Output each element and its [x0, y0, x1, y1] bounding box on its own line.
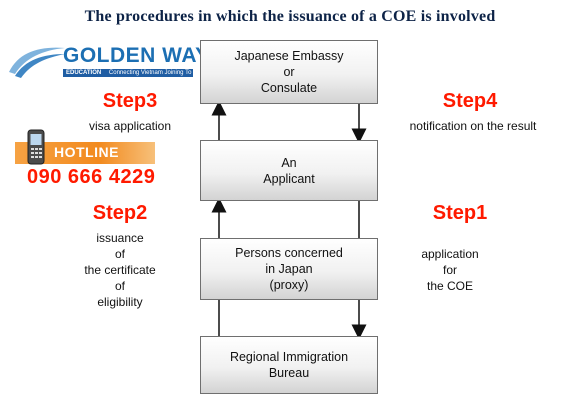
step3-title: Step3 — [102, 90, 158, 112]
mobile-phone-icon — [27, 129, 45, 165]
proxy-line-1: Persons concerned — [235, 246, 343, 260]
step1-desc-line: the COE — [426, 279, 474, 293]
embassy-box: Japanese Embassy or Consulate — [200, 40, 378, 104]
bureau-box: Regional Immigration Bureau — [200, 336, 378, 394]
proxy-line-2: in Japan — [265, 262, 313, 276]
step2-desc-line: eligibility — [97, 295, 143, 309]
step1-title: Step1 — [432, 202, 488, 224]
step2-desc: issuance of the certificate of eligibili… — [40, 230, 200, 310]
step4-desc-line: notification on the result — [409, 119, 537, 133]
logo-swoosh-icon — [9, 47, 65, 78]
hotline-number: 090 666 4229 — [27, 166, 156, 188]
embassy-line-2: or — [283, 65, 295, 79]
hotline-label: HOTLINE — [54, 144, 119, 160]
proxy-box: Persons concerned in Japan (proxy) — [200, 238, 378, 300]
applicant-line-1: An — [281, 155, 297, 170]
step2-desc-line: the certificate — [84, 263, 156, 277]
embassy-line-3: Consulate — [260, 81, 318, 95]
step4-desc: notification on the result — [383, 118, 563, 134]
step4-title: Step4 — [442, 90, 498, 112]
step2-desc-line: issuance — [96, 231, 144, 245]
hotline-bar — [15, 142, 155, 164]
proxy-line-3: (proxy) — [269, 278, 309, 292]
bureau-line-1: Regional Immigration — [229, 350, 349, 364]
logo-tagline-band: EDUCATION Connecting Vietnam Joining To … — [63, 69, 193, 77]
step2-desc-line: of — [114, 247, 125, 261]
logo-band-left: EDUCATION — [66, 70, 102, 76]
bureau-line-2: Bureau — [268, 366, 310, 380]
step2-desc-line: of — [114, 279, 125, 293]
applicant-line-2: Applicant — [263, 171, 315, 186]
golden-way-logo: GOLDEN WAY EDUCATION Connecting Vietnam … — [5, 42, 209, 82]
embassy-line-1: Japanese Embassy — [234, 49, 344, 63]
step1-desc: application for the COE — [390, 246, 510, 294]
step1-desc-line: for — [442, 263, 457, 277]
step3-desc: visa application — [50, 118, 210, 134]
logo-name: GOLDEN WAY — [63, 44, 210, 67]
logo-band-right: Connecting Vietnam Joining To The World — [108, 70, 193, 76]
applicant-box: An Applicant — [200, 140, 378, 201]
diagram-title: The procedures in which the issuance of … — [84, 8, 496, 25]
step1-desc-line: application — [421, 247, 479, 261]
step2-title: Step2 — [92, 202, 148, 224]
step3-desc-line: visa application — [88, 119, 172, 133]
